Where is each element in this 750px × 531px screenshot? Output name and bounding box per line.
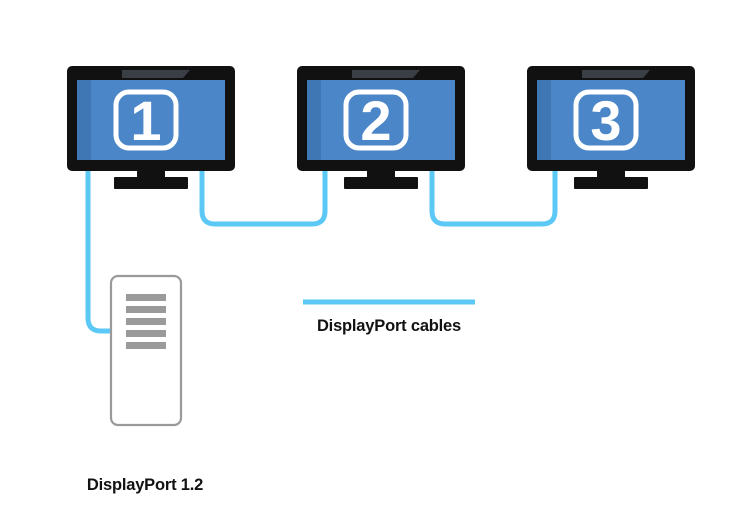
monitor-1-bezel-highlight (122, 70, 190, 78)
monitor-1-stand-base (114, 177, 188, 189)
monitor-3-screen-shade (537, 80, 551, 160)
monitor-1[interactable]: 1 (67, 66, 235, 189)
tower-vent-bar (126, 318, 166, 325)
source-device-label-line-1: DisplayPort 1.2 (86, 476, 204, 495)
monitor-3-number: 3 (590, 89, 621, 152)
monitor-1-screen-shade (77, 80, 91, 160)
tower-vent-bar (126, 330, 166, 337)
source-device-label: DisplayPort 1.2 source device (45, 434, 245, 531)
tower-body (109, 274, 183, 427)
tower-vent-bar (126, 342, 166, 349)
source-device-tower[interactable] (109, 274, 183, 427)
monitor-2-stand-base (344, 177, 418, 189)
monitor-2-bezel-highlight (352, 70, 420, 78)
monitor-3-stand-base (574, 177, 648, 189)
monitor-1-number: 1 (130, 89, 161, 152)
monitor-2-number: 2 (360, 89, 391, 152)
monitor-2-number-frame (343, 89, 409, 151)
cable-source-to-monitor-1 (85, 167, 115, 334)
tower-vent-bar (126, 306, 166, 313)
monitor-1-number-frame (113, 89, 179, 151)
legend-label: DisplayPort cables (316, 317, 462, 335)
tower-vent-bar (126, 294, 166, 301)
monitor-2[interactable]: 2 (297, 66, 465, 189)
cable-group (85, 167, 558, 334)
cable-monitor-2-to-monitor-3 (429, 167, 558, 227)
monitor-2-screen-shade (307, 80, 321, 160)
monitor-3[interactable]: 3 (527, 66, 695, 189)
cable-monitor-1-to-monitor-2 (199, 167, 328, 227)
monitor-3-bezel-highlight (582, 70, 650, 78)
monitor-3-number-frame (573, 89, 639, 151)
